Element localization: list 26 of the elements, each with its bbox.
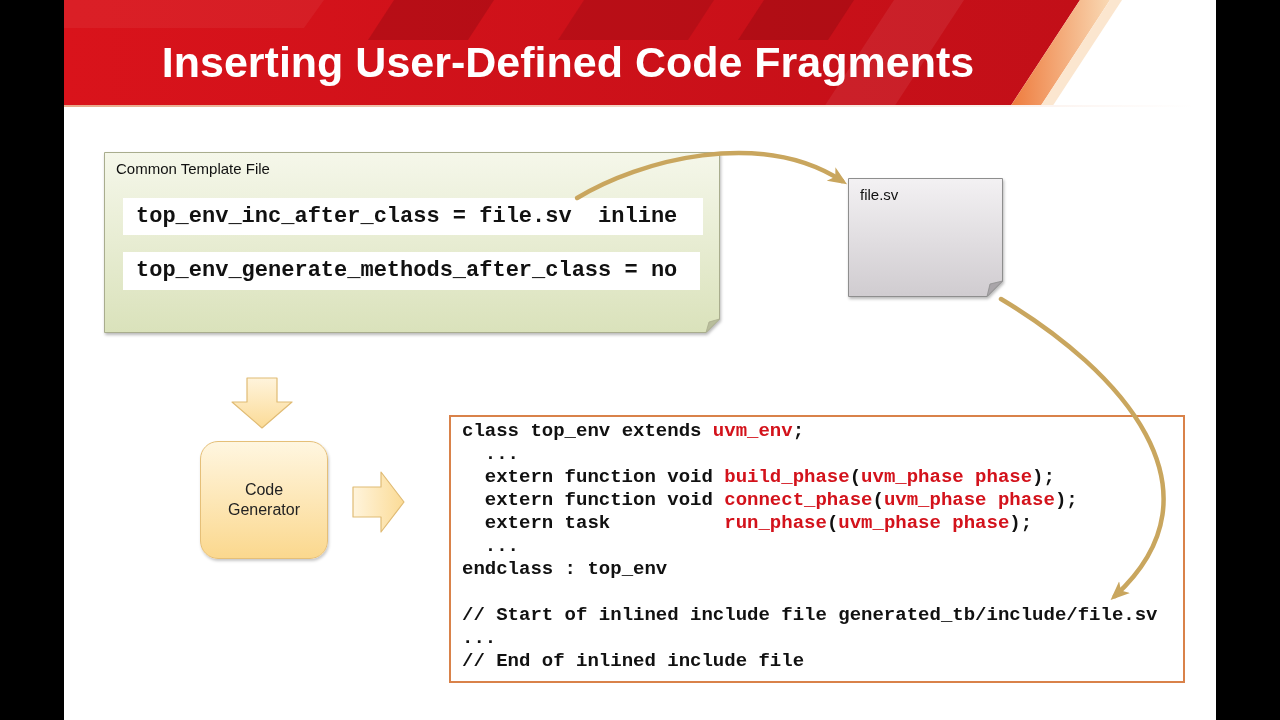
slide-title: Inserting User-Defined Code Fragments [160, 37, 976, 87]
code-line: ... [484, 443, 519, 466]
box-label: Code Generator [226, 480, 301, 520]
curved-arrow [574, 151, 848, 201]
note-title: Common Template File [116, 160, 270, 178]
file-note [848, 178, 1003, 297]
block-arrow [352, 471, 405, 533]
code-line: // End of inlined include file [462, 650, 805, 673]
code-line: endclass : top_env [462, 558, 668, 581]
code-line: extern function void build_phase(uvm_phase phase); [484, 466, 1055, 489]
code-box [449, 415, 1185, 683]
code-text: top_env_generate_methods_after_class = no [136, 257, 678, 285]
code-line: extern task run_phase(uvm_phase phase); [484, 512, 1033, 535]
code-line: ... [462, 627, 497, 650]
code-line: // Start of inlined include file generated_tb/include/file.sv [462, 604, 1158, 627]
setting-box [123, 252, 700, 290]
curved-arrow [998, 296, 1166, 601]
setting-box [123, 198, 703, 235]
code-line: extern function void connect_phase(uvm_phase phase); [484, 489, 1078, 512]
template-file-note [104, 152, 720, 333]
code-line: class top_env extends uvm_env; [462, 420, 805, 443]
process-box [200, 441, 328, 559]
note-title: file.sv [860, 186, 899, 204]
code-line: ... [484, 535, 519, 558]
block-arrow [231, 377, 293, 429]
code-text: top_env_inc_after_class = file.sv inline [136, 203, 678, 231]
